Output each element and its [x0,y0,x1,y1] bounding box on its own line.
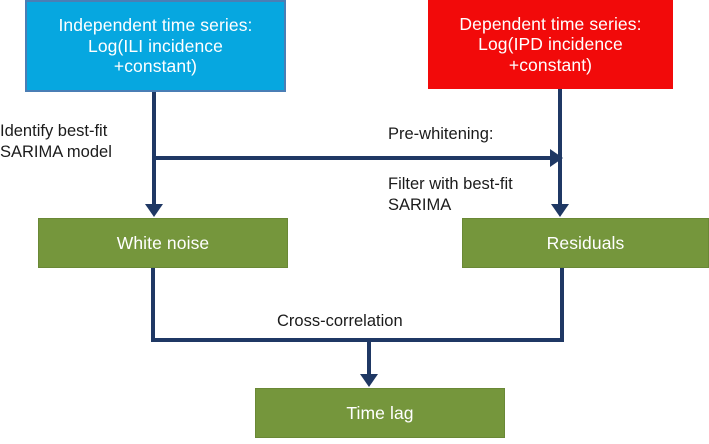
connector-white-noise-down-line [151,268,155,342]
connector-merge-to-time-lag-line [367,338,371,376]
edge-label-cross-correlation: Cross-correlation [277,312,403,330]
node-dependent-time-series[interactable]: Dependent time series: Log(IPD incidence… [428,0,673,89]
connector-independent-to-white-noise-arrowhead [145,204,163,217]
connector-prewhitening-line [154,156,553,160]
edge-label-pre-whitening: Pre-whitening: [388,125,494,143]
connector-dependent-to-residuals-line [558,89,562,206]
node-white-noise[interactable]: White noise [38,218,288,268]
node-time-lag[interactable]: Time lag [255,388,505,438]
node-residuals[interactable]: Residuals [462,218,709,268]
connector-independent-to-white-noise-line [152,92,156,206]
node-independent-time-series[interactable]: Independent time series: Log(ILI inciden… [25,0,286,92]
edge-label-filter-with-best-fit-sarima: Filter with best-fit SARIMA [388,175,513,215]
connector-merge-horizontal-line [151,338,564,342]
edge-label-identify-best-fit-sarima-model: Identify best-fit SARIMA model [0,122,112,162]
connector-residuals-down-line [560,268,564,342]
connector-dependent-to-residuals-arrowhead [551,204,569,217]
connector-merge-to-time-lag-arrowhead [360,374,378,387]
